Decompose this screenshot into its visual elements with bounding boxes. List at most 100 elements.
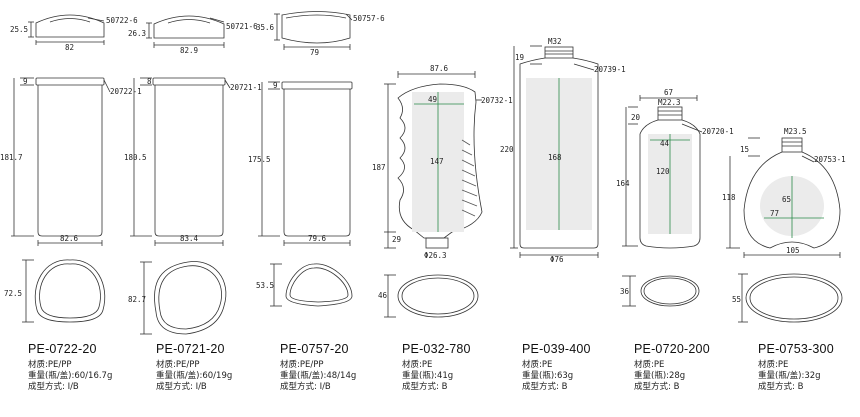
base-height-label: 72.5 (4, 289, 22, 298)
label-height-label: 168 (548, 153, 562, 162)
product-process: 成型方式: B (634, 382, 680, 392)
cap-detail (49, 18, 91, 23)
product-material: 材质:PE/PP (28, 360, 72, 370)
cap-outline (153, 15, 225, 39)
product-0753-300-drawing: M23.5 65 77 20753-1 15 105 118 55 (722, 127, 846, 323)
body-width-label: 83.4 (180, 234, 199, 243)
product-weight: 重量(瓶/盖):48/14g (280, 371, 357, 381)
base-height-label: 53.5 (256, 281, 274, 290)
body-outline (519, 57, 599, 249)
product-weight: 重量(瓶):63g (522, 371, 574, 381)
body-outline (37, 85, 103, 237)
base-outline (285, 263, 353, 307)
label-height-label: 147 (430, 157, 444, 166)
body-outline (397, 83, 483, 239)
neck-height-label: 15 (740, 145, 749, 154)
body-code-label: 20720-1 (702, 127, 734, 136)
product-weight: 重量(瓶):41g (402, 371, 454, 381)
body-neck (281, 81, 353, 90)
body-height-label: 181.7 (0, 153, 23, 162)
label-width-label: 77 (770, 209, 779, 218)
neck-thread-label: M22.3 (658, 98, 681, 107)
body-width-label: 82.6 (60, 234, 79, 243)
grip-texture (461, 139, 478, 217)
body-neck (425, 237, 449, 249)
neck-diameter-label: Φ26.3 (424, 251, 447, 260)
product-process: 成型方式: I/B (280, 382, 331, 392)
cap-height-label: 35.6 (256, 23, 275, 32)
product-material: 材质:PE/PP (280, 360, 324, 370)
label-width-label: 49 (428, 95, 437, 104)
product-process: 成型方式: B (758, 382, 804, 392)
product-weight: 重量(瓶/盖):60/19g (156, 371, 233, 381)
product-code: PE-0753-300 (758, 342, 834, 356)
base-outline (34, 259, 106, 323)
body-neck (35, 77, 105, 86)
cap-height-label: 26.3 (128, 29, 146, 38)
base-outline (745, 273, 843, 323)
body-width-label: 79.6 (308, 234, 327, 243)
cap-outline (35, 14, 105, 38)
cap-code-label: 50722-6 (106, 16, 138, 25)
cap-width-label: 82 (65, 43, 74, 52)
cap-code-label: 50721-6 (226, 22, 258, 31)
top-width-label: 67 (664, 88, 673, 97)
body-width-label: 105 (786, 246, 800, 255)
product-code: PE-0720-200 (634, 342, 710, 356)
product-0722-20: PE-0722-20 材质:PE/PP 重量(瓶/盖):60/16.7g 成型方… (28, 342, 112, 393)
product-0721-20: PE-0721-20 材质:PE/PP 重量(瓶/盖):60/19g 成型方式:… (156, 342, 232, 393)
product-032-780: PE-032-780 材质:PE 重量(瓶):41g 成型方式: B (402, 342, 471, 393)
neck-height-label: 20 (631, 113, 641, 122)
label-height-label: 120 (656, 167, 670, 176)
body-height-label: 175.5 (248, 155, 271, 164)
label-height-label: 65 (782, 195, 791, 204)
product-process: 成型方式: B (522, 382, 568, 392)
body-height-label: 187 (372, 163, 386, 172)
product-code: PE-0721-20 (156, 342, 225, 356)
top-width-label: 87.6 (430, 64, 449, 73)
body-height-label: 180.5 (124, 153, 147, 162)
product-weight: 重量(瓶/盖):32g (758, 371, 821, 381)
base-height-label: 55 (732, 295, 741, 304)
product-material: 材质:PE (522, 360, 553, 370)
cap-code-label: 50757-6 (353, 14, 385, 23)
product-process: 成型方式: B (402, 382, 448, 392)
product-material: 材质:PE (758, 360, 789, 370)
neck-height-label: 19 (515, 53, 524, 62)
neck-thread-label: M32 (548, 37, 562, 46)
product-code: PE-0722-20 (28, 342, 97, 356)
body-code-label: 20732-1 (481, 96, 513, 105)
neck-height-label: 9 (273, 81, 278, 90)
body-code-label: 20739-1 (594, 65, 626, 74)
product-material: 材质:PE/PP (156, 360, 200, 370)
product-weight: 重量(瓶/盖):60/16.7g (28, 371, 113, 381)
base-height-label: 46 (378, 291, 388, 300)
cap-width-label: 82.9 (180, 46, 198, 55)
product-code: PE-032-780 (402, 342, 471, 356)
body-outline (743, 151, 841, 249)
base-height-label: 36 (620, 287, 630, 296)
product-0720-200-drawing: 67 M22.3 44 120 20720-1 20 164 36 (616, 88, 734, 307)
base-height-label: 82.7 (128, 295, 146, 304)
product-0720-200: PE-0720-200 材质:PE 重量(瓶):28g 成型方式: B (634, 342, 710, 393)
body-code-label: 20721-1 (230, 83, 262, 92)
body-code-label: 20753-1 (814, 155, 846, 164)
product-039-400-drawing: M32 168 20739-1 19 220 Φ76 (500, 37, 626, 264)
product-0721-20-drawing: 50721-6 26.3 82.9 8 20721-1 180.5 83.4 8… (124, 15, 262, 335)
product-039-400: PE-039-400 材质:PE 重量(瓶):63g 成型方式: B (522, 342, 591, 393)
body-outline (283, 89, 351, 237)
body-neck (657, 106, 683, 121)
body-diameter-label: Φ76 (550, 255, 564, 264)
product-material: 材质:PE (634, 360, 665, 370)
neck-thread-label: M23.5 (784, 127, 807, 136)
body-neck (781, 137, 803, 153)
cap-height-label: 25.5 (10, 25, 28, 34)
product-process: 成型方式: I/B (28, 382, 79, 392)
neck-height-label: 9 (23, 77, 28, 86)
cap-outline (281, 11, 351, 44)
body-neck (544, 46, 574, 59)
product-0757-20: PE-0757-20 材质:PE/PP 重量(瓶/盖):48/14g 成型方式:… (280, 342, 356, 393)
product-material: 材质:PE (402, 360, 433, 370)
neck-height-label: 8 (147, 77, 152, 86)
body-outline (639, 119, 701, 249)
